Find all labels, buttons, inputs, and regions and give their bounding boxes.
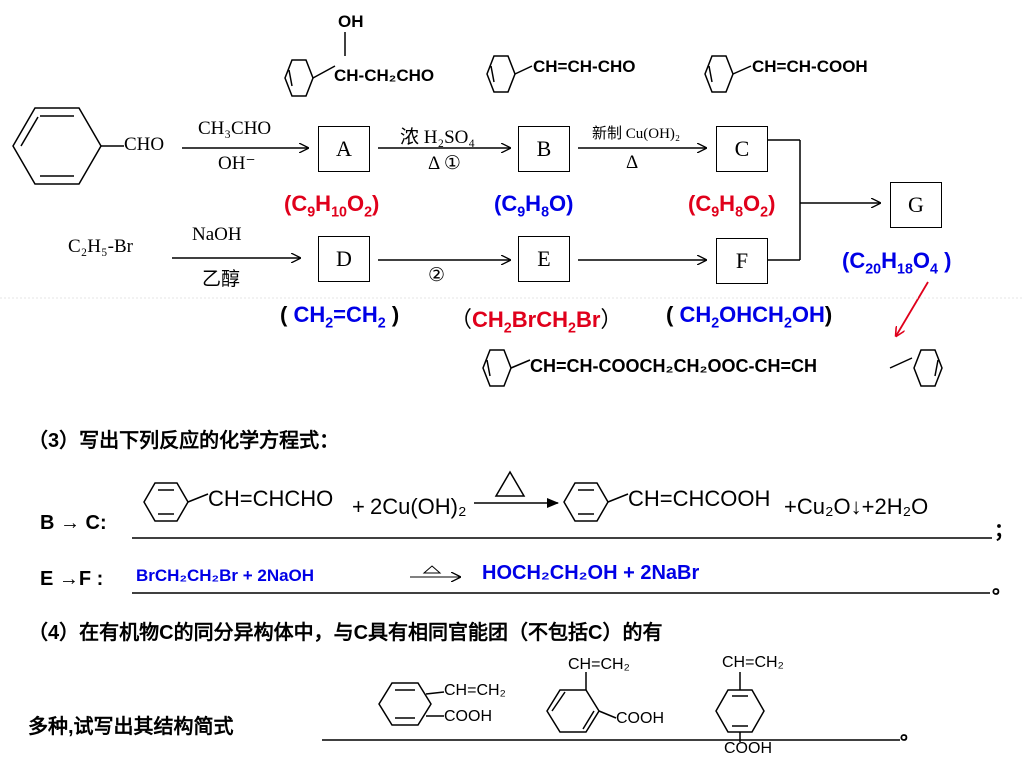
b-structure-chain: CH=CH-CHO bbox=[533, 57, 636, 76]
a-structure-chain: CH-CH₂CHO bbox=[334, 66, 435, 85]
box-d: D bbox=[318, 236, 370, 282]
reagent-3-bottom: Δ bbox=[626, 152, 639, 173]
bc-plus: + bbox=[352, 494, 365, 519]
box-c: C bbox=[716, 126, 768, 172]
benzene-ring-para bbox=[715, 672, 765, 742]
para-vinyl: CH=CH₂ bbox=[722, 654, 784, 671]
formula-b: (C9H8O) bbox=[494, 191, 574, 221]
box-b: B bbox=[518, 126, 570, 172]
benzene-ring-ester-left bbox=[482, 349, 531, 387]
box-e: E bbox=[518, 236, 570, 282]
reagent-3-top: 新制 Cu(OH)₂ bbox=[592, 126, 681, 142]
formula-d: ( CH2=CH2 ) bbox=[280, 302, 400, 332]
benzene-ring-c bbox=[704, 55, 752, 93]
bc-end: ； bbox=[994, 520, 1014, 542]
benzene-ring-bc-right bbox=[563, 482, 629, 522]
benzene-ring-ortho bbox=[378, 682, 445, 726]
benzene-ring-meta bbox=[546, 672, 617, 733]
ef-reactants: BrCH₂CH₂Br + 2NaOH bbox=[136, 566, 315, 585]
ortho-vinyl: CH=CH₂ bbox=[444, 682, 506, 699]
bc-product: CH=CHCOOH bbox=[628, 486, 771, 511]
ef-products: HOCH₂CH₂OH + 2NaBr bbox=[482, 562, 700, 584]
reagent-1-top: CH₃CHO bbox=[198, 118, 272, 139]
formula-f: ( CH2OHCH2OH) bbox=[666, 302, 833, 332]
q4-prompt: （4）在有机物C的同分异构体中，与C具有相同官能团（不包括C）的有 bbox=[28, 622, 663, 644]
c-structure-chain: CH=CH-COOH bbox=[752, 57, 868, 76]
start-aldehyde-group: CHO bbox=[124, 134, 165, 155]
ortho-carboxyl: COOH bbox=[444, 708, 492, 725]
box-g: G bbox=[890, 182, 942, 228]
benzene-ring-bc-left bbox=[143, 482, 209, 522]
formula-g: (C20H18O4 ) bbox=[842, 248, 952, 278]
reagent-4-bottom: 乙醇 bbox=[202, 269, 241, 290]
bc-byproducts: +Cu₂O↓+2H₂O bbox=[784, 494, 929, 519]
formula-e: （CH2BrCH2Br） bbox=[450, 307, 623, 337]
benzene-ring-ester-right bbox=[889, 349, 943, 387]
benzene-ring-a bbox=[284, 32, 346, 97]
bc-copper-hydroxide: 2Cu(OH)₂ bbox=[370, 494, 467, 519]
formula-a: (C9H10O2) bbox=[284, 191, 380, 221]
benzene-ring-start bbox=[12, 107, 124, 185]
ethyl-bromide: C₂H₅-Br bbox=[68, 236, 133, 257]
meta-carboxyl: COOH bbox=[616, 710, 664, 727]
heat-triangle bbox=[494, 470, 526, 497]
reagent-4-top: NaOH bbox=[192, 224, 242, 245]
q4-tail: 多种,试写出其结构简式 bbox=[28, 716, 234, 738]
bc-reactant: CH=CHCHO bbox=[208, 486, 334, 511]
ester-product-chain: CH=CH-COOCH₂CH₂OOC-CH=CH bbox=[530, 356, 817, 376]
meta-vinyl: CH=CH₂ bbox=[568, 656, 630, 673]
box-f: F bbox=[716, 238, 768, 284]
benzene-ring-b bbox=[486, 55, 533, 93]
ef-label: E →F : bbox=[40, 568, 104, 590]
para-carboxyl: COOH bbox=[724, 740, 772, 757]
reagent-2-bottom: Δ ① bbox=[428, 153, 461, 174]
formula-c: (C9H8O2) bbox=[688, 191, 776, 221]
reagent-2-top: 浓 H₂SO₄ bbox=[400, 127, 476, 148]
a-hydroxyl-label: OH bbox=[338, 12, 364, 31]
reagent-5-bottom: ② bbox=[428, 265, 446, 286]
reagent-1-bottom: OH⁻ bbox=[218, 153, 256, 174]
ef-end: 。 bbox=[992, 576, 1012, 598]
q4-end: 。 bbox=[900, 722, 920, 744]
box-a: A bbox=[318, 126, 370, 172]
q3-prompt: （3）写出下列反应的化学方程式： bbox=[28, 430, 340, 452]
bc-label: B → C: bbox=[40, 512, 107, 534]
